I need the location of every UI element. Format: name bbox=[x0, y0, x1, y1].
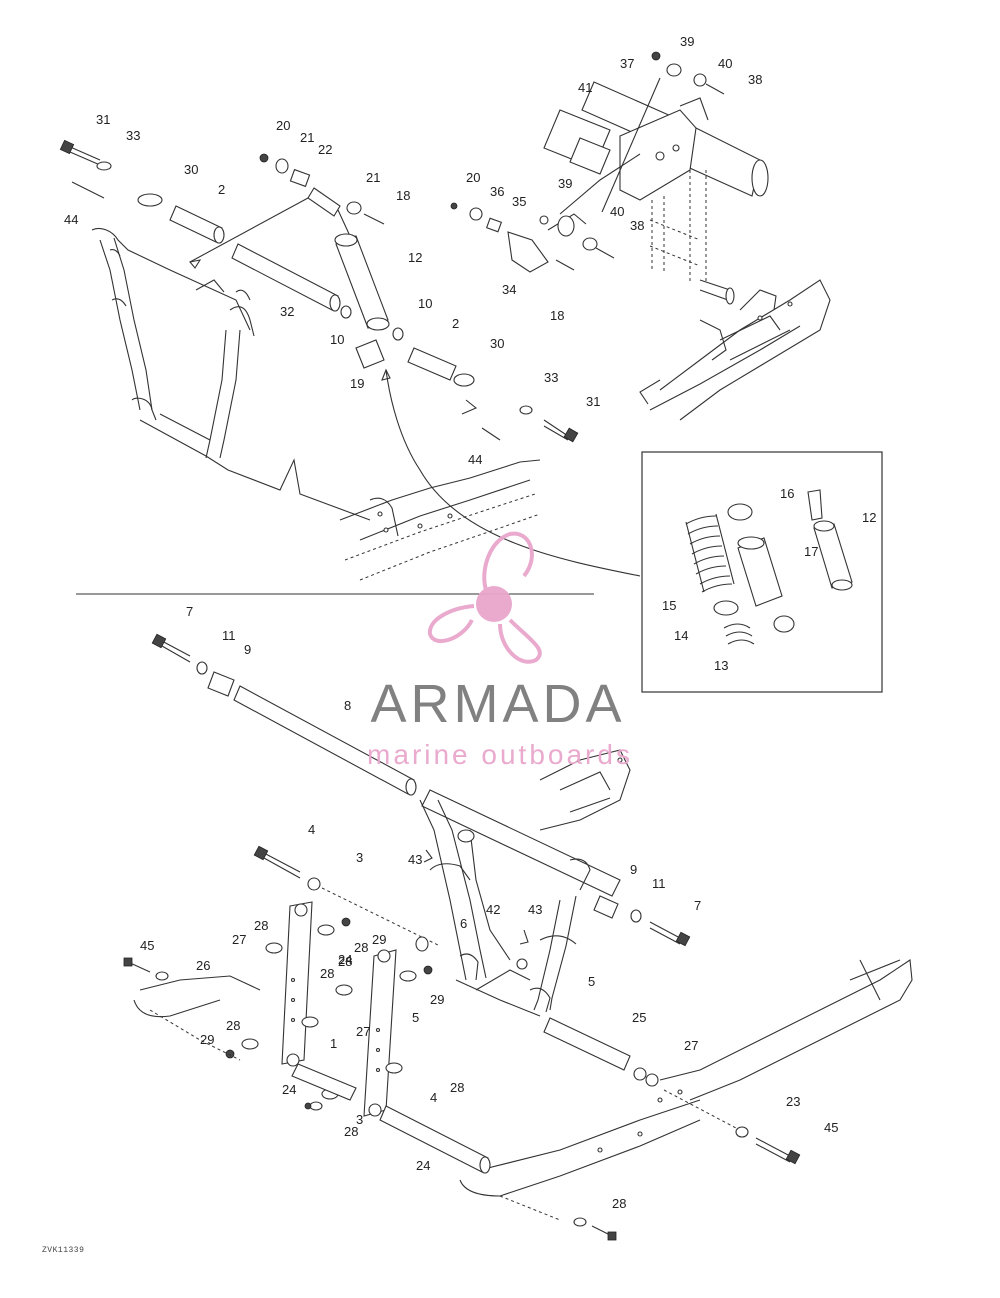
part-number-12: 12 bbox=[862, 510, 876, 525]
part-number-42: 42 bbox=[486, 902, 500, 917]
upper-right-assembly bbox=[450, 51, 831, 421]
part-number-30: 30 bbox=[490, 336, 504, 351]
part-number-15: 15 bbox=[662, 598, 676, 613]
part-number-1: 1 bbox=[330, 1036, 337, 1051]
part-number-12: 12 bbox=[408, 250, 422, 265]
part-number-26: 26 bbox=[196, 958, 210, 973]
part-number-39: 39 bbox=[680, 34, 694, 49]
part-number-9: 9 bbox=[630, 862, 637, 877]
part-number-18: 18 bbox=[396, 188, 410, 203]
part-number-19: 19 bbox=[350, 376, 364, 391]
part-number-28: 28 bbox=[612, 1196, 626, 1211]
part-number-7: 7 bbox=[186, 604, 193, 619]
brand-tagline: marine outboards bbox=[367, 739, 633, 770]
part-number-25: 25 bbox=[632, 1010, 646, 1025]
part-number-28: 28 bbox=[354, 940, 368, 955]
part-number-22: 22 bbox=[318, 142, 332, 157]
part-number-28: 28 bbox=[344, 1124, 358, 1139]
part-number-20: 20 bbox=[276, 118, 290, 133]
part-number-3: 3 bbox=[356, 850, 363, 865]
part-number-34: 34 bbox=[502, 282, 516, 297]
part-number-10: 10 bbox=[418, 296, 432, 311]
part-labels: 3133302442021222118123210102193033314439… bbox=[64, 34, 876, 1211]
part-number-43: 43 bbox=[408, 852, 422, 867]
part-number-2: 2 bbox=[218, 182, 225, 197]
upper-left-assembly bbox=[59, 139, 641, 581]
part-number-24: 24 bbox=[282, 1082, 296, 1097]
shock-inset bbox=[641, 451, 883, 693]
part-number-6: 6 bbox=[460, 916, 467, 931]
part-number-40: 40 bbox=[718, 56, 732, 71]
part-number-33: 33 bbox=[544, 370, 558, 385]
drawing-code: ZVK11339 bbox=[42, 1246, 85, 1255]
part-number-31: 31 bbox=[96, 112, 110, 127]
part-number-14: 14 bbox=[674, 628, 688, 643]
brand-name: ARMADA bbox=[370, 674, 625, 734]
part-number-8: 8 bbox=[344, 698, 351, 713]
part-number-28: 28 bbox=[338, 954, 352, 969]
part-number-41: 41 bbox=[578, 80, 592, 95]
part-number-40: 40 bbox=[610, 204, 624, 219]
part-number-24: 24 bbox=[338, 952, 352, 967]
part-number-7: 7 bbox=[694, 898, 701, 913]
part-number-11: 11 bbox=[652, 876, 666, 891]
part-number-28: 28 bbox=[254, 918, 268, 933]
part-number-5: 5 bbox=[588, 974, 595, 989]
part-number-17: 17 bbox=[804, 544, 818, 559]
part-number-28: 28 bbox=[320, 966, 334, 981]
part-number-29: 29 bbox=[430, 992, 444, 1007]
part-number-28: 28 bbox=[450, 1080, 464, 1095]
part-number-29: 29 bbox=[372, 932, 386, 947]
part-number-44: 44 bbox=[64, 212, 78, 227]
part-number-35: 35 bbox=[512, 194, 526, 209]
part-number-36: 36 bbox=[490, 184, 504, 199]
part-number-23: 23 bbox=[786, 1094, 800, 1109]
part-number-16: 16 bbox=[780, 486, 794, 501]
part-number-21: 21 bbox=[300, 130, 314, 145]
lower-assembly bbox=[123, 633, 913, 1241]
propeller-logo bbox=[427, 531, 542, 664]
part-number-4: 4 bbox=[430, 1090, 437, 1105]
part-number-44: 44 bbox=[468, 452, 482, 467]
part-number-3: 3 bbox=[356, 1112, 363, 1127]
watermark: ARMADA marine outboards bbox=[367, 531, 633, 770]
part-number-13: 13 bbox=[714, 658, 728, 673]
part-number-21: 21 bbox=[366, 170, 380, 185]
part-number-38: 38 bbox=[748, 72, 762, 87]
part-number-18: 18 bbox=[550, 308, 564, 323]
part-number-38: 38 bbox=[630, 218, 644, 233]
part-number-39: 39 bbox=[558, 176, 572, 191]
part-number-33: 33 bbox=[126, 128, 140, 143]
part-number-31: 31 bbox=[586, 394, 600, 409]
part-number-11: 11 bbox=[222, 628, 236, 643]
part-number-28: 28 bbox=[226, 1018, 240, 1033]
part-number-27: 27 bbox=[232, 932, 246, 947]
part-number-24: 24 bbox=[416, 1158, 430, 1173]
part-number-45: 45 bbox=[824, 1120, 838, 1135]
part-number-9: 9 bbox=[244, 642, 251, 657]
part-number-29: 29 bbox=[200, 1032, 214, 1047]
part-number-43: 43 bbox=[528, 902, 542, 917]
part-number-2: 2 bbox=[452, 316, 459, 331]
part-number-10: 10 bbox=[330, 332, 344, 347]
part-number-27: 27 bbox=[684, 1038, 698, 1053]
part-number-27: 27 bbox=[356, 1024, 370, 1039]
part-number-4: 4 bbox=[308, 822, 315, 837]
part-number-45: 45 bbox=[140, 938, 154, 953]
part-number-20: 20 bbox=[466, 170, 480, 185]
part-number-5: 5 bbox=[412, 1010, 419, 1025]
part-number-37: 37 bbox=[620, 56, 634, 71]
part-number-32: 32 bbox=[280, 304, 294, 319]
part-number-30: 30 bbox=[184, 162, 198, 177]
